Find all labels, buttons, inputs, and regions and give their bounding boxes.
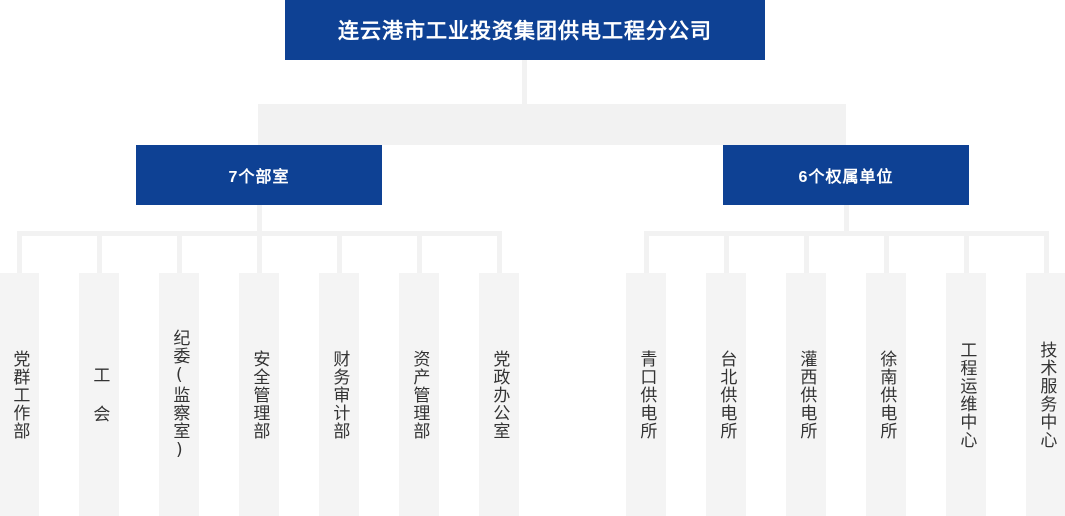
leaf-node-departments-1-label: 党群工作部 [9, 349, 30, 440]
leaf-node-departments-1[interactable]: 党群工作部 [0, 273, 39, 516]
affiliated-units-drop-4 [884, 231, 889, 273]
leaf-node-affiliated-units-6[interactable]: 技术服务中心 [1026, 273, 1065, 516]
leaf-node-departments-2-label: 工 会 [89, 366, 110, 423]
leaf-node-departments-3[interactable]: 纪委(监察室) [159, 273, 199, 516]
leaf-node-affiliated-units-4-label: 徐南供电所 [876, 349, 897, 440]
leaf-node-affiliated-units-1-label: 青口供电所 [636, 349, 657, 440]
leaf-node-departments-7-label: 党政办公室 [489, 349, 510, 440]
branch-node-departments[interactable]: 7个部室 [136, 145, 382, 205]
leaf-node-affiliated-units-6-label: 技术服务中心 [1036, 340, 1057, 449]
affiliated-units-drop-2 [724, 231, 729, 273]
leaf-node-affiliated-units-2[interactable]: 台北供电所 [706, 273, 746, 516]
leaf-node-departments-2[interactable]: 工 会 [79, 273, 119, 516]
affiliated-units-drop-3 [804, 231, 809, 273]
leaf-node-departments-6[interactable]: 资产管理部 [399, 273, 439, 516]
affiliated-units-connector-bar [644, 231, 1049, 236]
leaf-node-departments-6-label: 资产管理部 [409, 349, 430, 440]
leaf-node-affiliated-units-5[interactable]: 工程运维中心 [946, 273, 986, 516]
departments-drop-3 [177, 231, 182, 273]
leaf-node-affiliated-units-3[interactable]: 灌西供电所 [786, 273, 826, 516]
leaf-node-affiliated-units-1[interactable]: 青口供电所 [626, 273, 666, 516]
leaf-node-departments-5[interactable]: 财务审计部 [319, 273, 359, 516]
departments-drop-4 [257, 231, 262, 273]
leaf-node-affiliated-units-5-label: 工程运维中心 [956, 340, 977, 449]
branch-node-departments-label: 7个部室 [228, 169, 290, 186]
root-node-company[interactable]: 连云港市工业投资集团供电工程分公司 [285, 0, 765, 60]
departments-drop-5 [337, 231, 342, 273]
leaf-node-affiliated-units-3-label: 灌西供电所 [796, 349, 817, 440]
branch-node-affiliated-units-label: 6个权属单位 [798, 169, 894, 186]
departments-drop-1 [17, 231, 22, 273]
affiliated-units-drop-1 [644, 231, 649, 273]
departments-connector-stem [257, 205, 262, 234]
leaf-node-affiliated-units-2-label: 台北供电所 [716, 349, 737, 440]
departments-drop-2 [97, 231, 102, 273]
leaf-node-departments-7[interactable]: 党政办公室 [479, 273, 519, 516]
departments-drop-6 [417, 231, 422, 273]
branch-node-affiliated-units[interactable]: 6个权属单位 [723, 145, 969, 205]
affiliated-units-drop-6 [1044, 231, 1049, 273]
leaf-node-departments-4-label: 安全管理部 [249, 349, 270, 440]
departments-drop-7 [497, 231, 502, 273]
leaf-node-departments-5-label: 财务审计部 [329, 349, 350, 440]
leaf-node-departments-4[interactable]: 安全管理部 [239, 273, 279, 516]
root-connector-stem [522, 60, 527, 104]
leaf-node-departments-3-label: 纪委(监察室) [169, 328, 190, 461]
affiliated-units-drop-5 [964, 231, 969, 273]
root-node-label: 连云港市工业投资集团供电工程分公司 [338, 20, 712, 43]
leaf-node-affiliated-units-4[interactable]: 徐南供电所 [866, 273, 906, 516]
affiliated-units-connector-stem [844, 205, 849, 234]
root-connector-splitter [258, 104, 846, 145]
